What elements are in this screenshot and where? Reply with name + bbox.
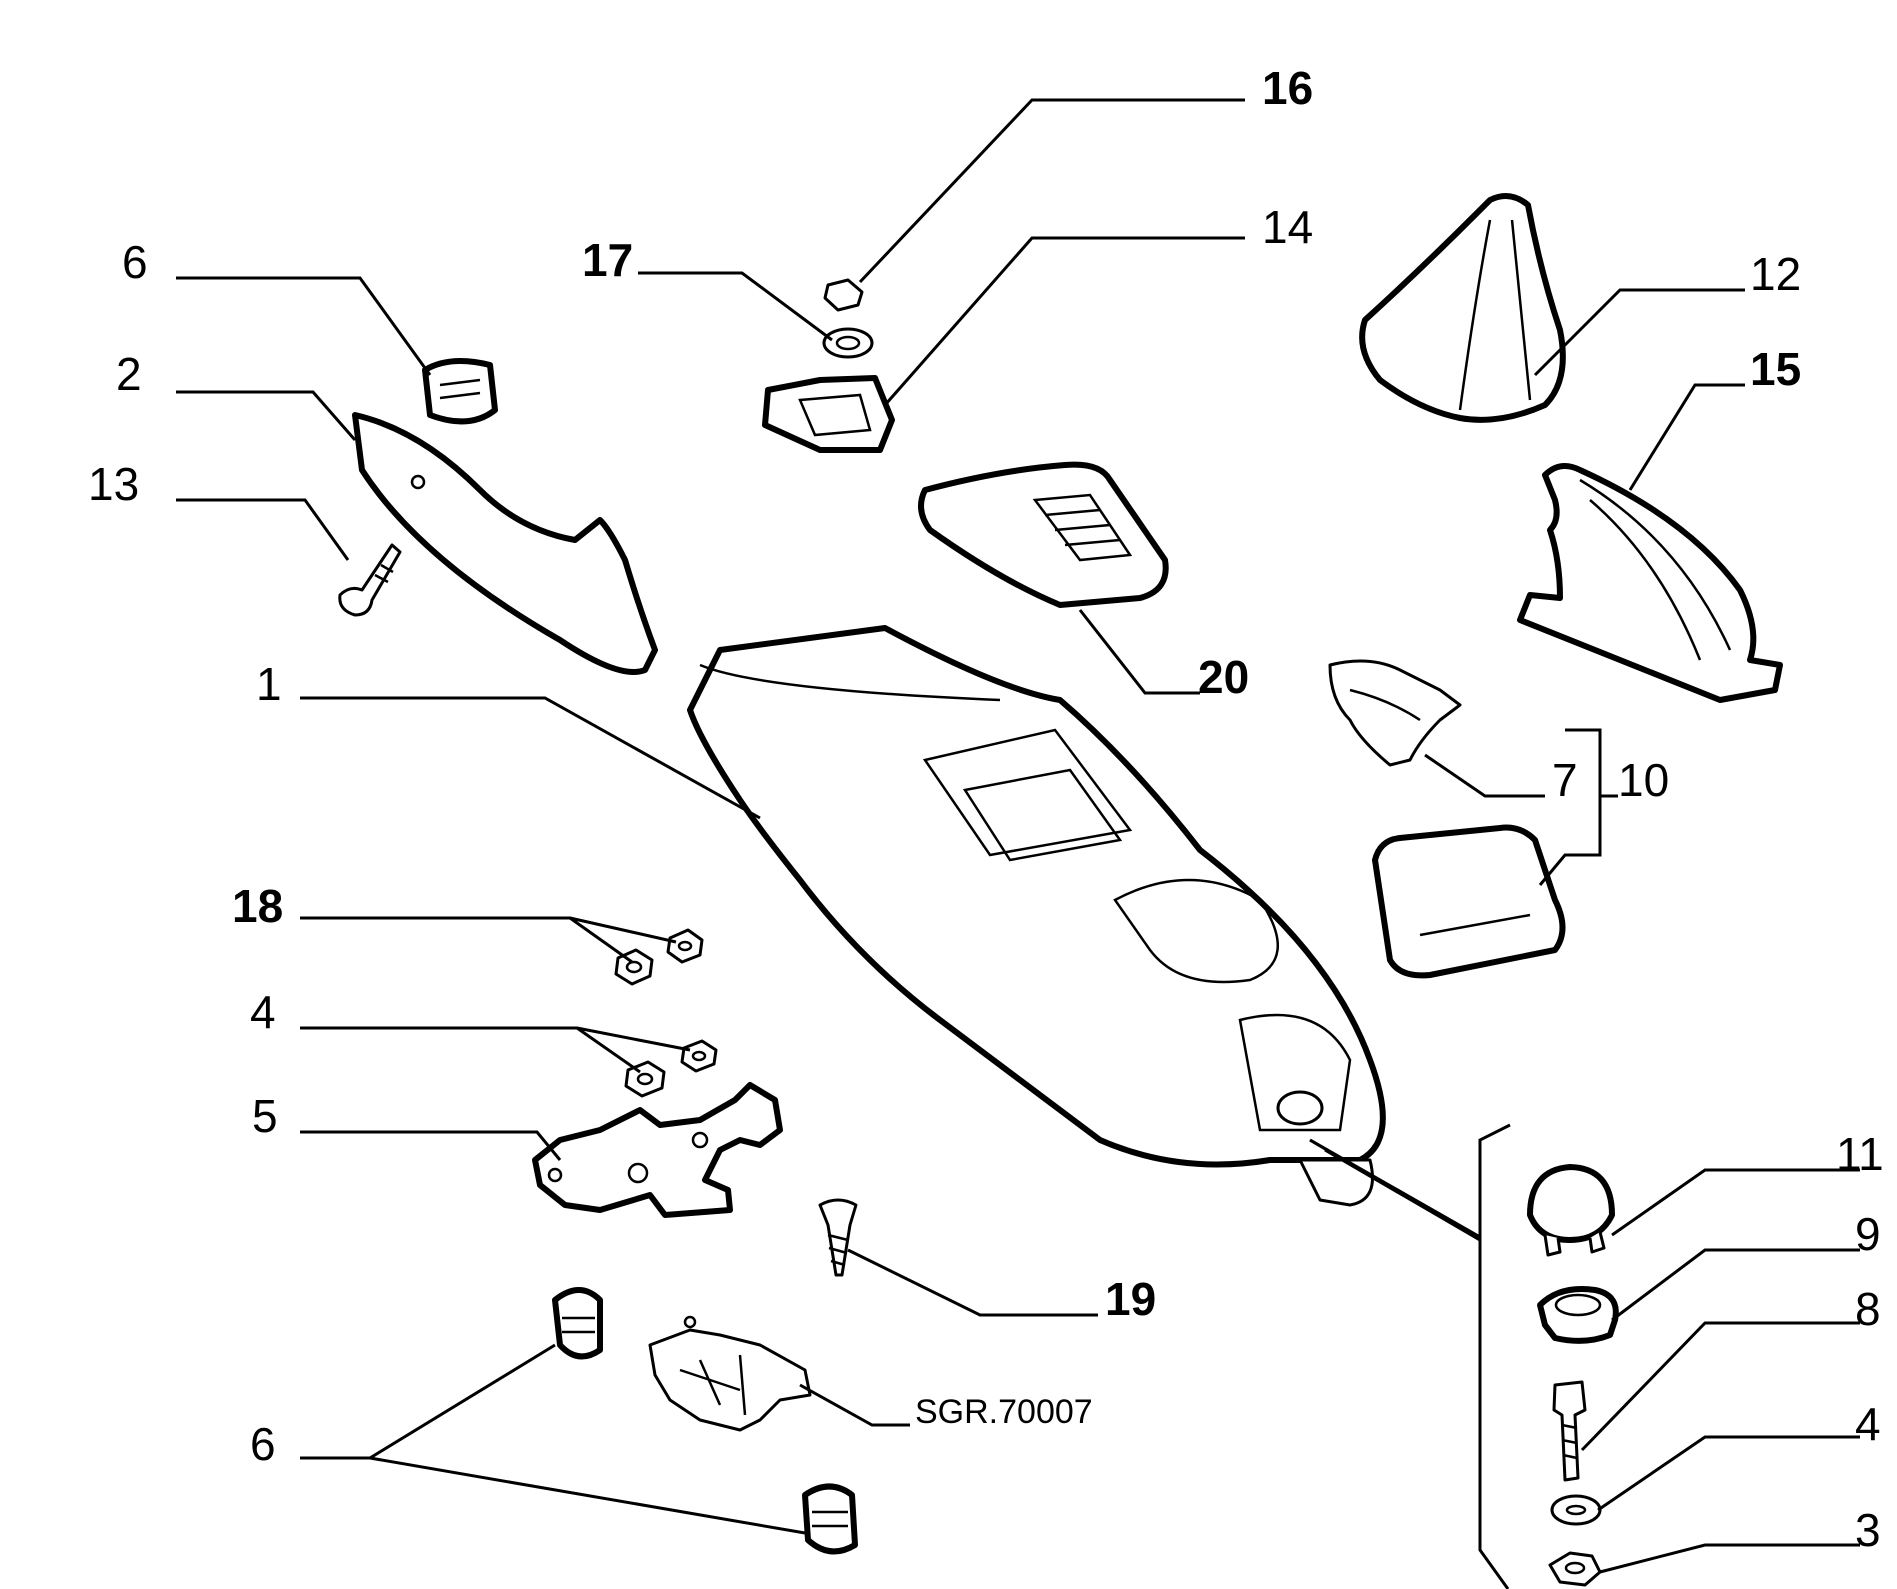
callout-19: 19 xyxy=(1105,1273,1156,1325)
callout-8: 8 xyxy=(1855,1283,1881,1335)
reference-code: SGR.70007 xyxy=(915,1393,1093,1431)
callout-labels: 16 14 17 6 2 13 12 15 20 1 7 10 18 4 5 1… xyxy=(88,62,1884,1556)
part-10-insert-tray xyxy=(1372,824,1566,979)
callout-11: 11 xyxy=(1836,1128,1884,1180)
part-4-washer-right xyxy=(1550,1494,1602,1526)
callout-1: 1 xyxy=(256,658,282,710)
part-9-grommet xyxy=(1537,1286,1619,1344)
part-19-screw xyxy=(818,1198,858,1277)
callout-9: 9 xyxy=(1855,1208,1881,1260)
sgr-70007-component xyxy=(648,1315,812,1432)
part-12-gear-boot xyxy=(1359,193,1566,423)
part-7-clip xyxy=(1328,659,1462,767)
callout-2: 2 xyxy=(116,348,142,400)
part-20-storage-cover xyxy=(918,461,1169,608)
callout-4-right: 4 xyxy=(1855,1398,1881,1450)
callout-5: 5 xyxy=(252,1090,278,1142)
part-1-center-console xyxy=(687,625,1386,1207)
part-6-clip-top xyxy=(422,358,498,425)
part-6-clip-bottom-b xyxy=(802,1483,858,1555)
callout-7: 7 xyxy=(1552,754,1578,806)
callout-3: 3 xyxy=(1855,1504,1881,1556)
callout-17: 17 xyxy=(582,234,633,286)
callout-10: 10 xyxy=(1618,754,1669,806)
part-16-nut xyxy=(823,278,864,312)
callout-13: 13 xyxy=(88,458,139,510)
part-14-bracket xyxy=(762,375,895,453)
part-15-gear-surround xyxy=(1517,463,1783,703)
part-2-side-trim-panel xyxy=(352,412,658,675)
part-4-nuts-left xyxy=(624,1039,718,1098)
callout-4-left: 4 xyxy=(250,986,276,1038)
part-6-clip-bottom-a xyxy=(552,1287,603,1360)
callout-6-bottom: 6 xyxy=(250,1418,276,1470)
callout-6-top: 6 xyxy=(122,236,148,288)
part-13-screw xyxy=(338,543,402,617)
callout-14: 14 xyxy=(1262,201,1313,253)
callout-15: 15 xyxy=(1750,343,1801,395)
callout-18: 18 xyxy=(232,880,283,932)
leader-lines xyxy=(176,98,1860,1589)
callout-20: 20 xyxy=(1198,651,1249,703)
part-8-bolt xyxy=(1552,1380,1587,1482)
callout-12: 12 xyxy=(1750,248,1801,300)
part-17-washer xyxy=(822,327,874,359)
part-5-mounting-bracket xyxy=(532,1082,783,1218)
part-11-cap xyxy=(1527,1164,1615,1257)
part-3-nut xyxy=(1548,1551,1602,1587)
callout-16: 16 xyxy=(1262,62,1313,114)
